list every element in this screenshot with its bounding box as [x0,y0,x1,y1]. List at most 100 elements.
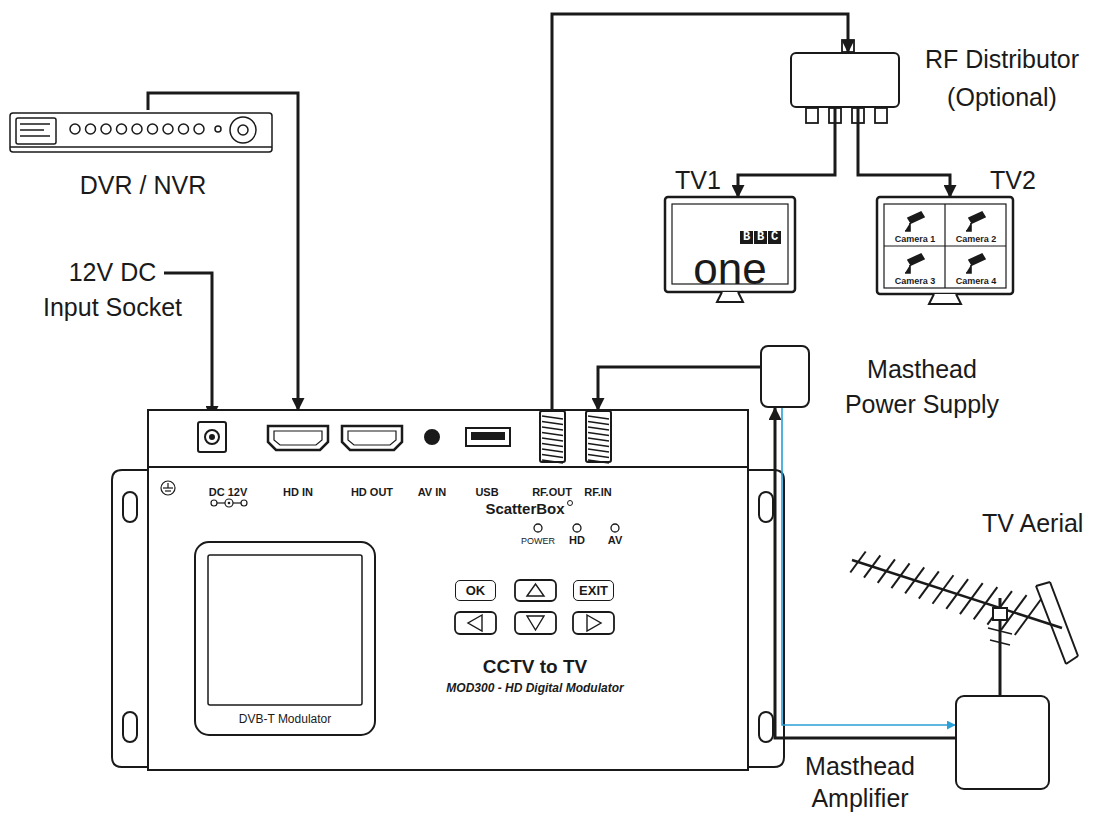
connector-thread [542,422,563,425]
node-text: RF Distributor (Optional) [917,40,1087,116]
television: TV2Camera 1Camera 2Camera 3Camera 4 [877,197,1013,294]
connector-thread [588,422,609,425]
button-key: OK [455,580,496,601]
node-text: RF.OUT [532,486,572,499]
node-text: ScatterBox [485,500,564,518]
masthead-amplifier: Masthead Amplifier [955,695,1050,790]
connector-thread [542,433,563,436]
camera-icon [966,212,985,231]
dvr-illustration [10,113,272,152]
camera-icon [905,254,924,273]
dvr-button [101,124,111,134]
aerial-element [946,579,968,609]
connector-thread [542,416,563,419]
dvr-button [215,126,221,132]
node-text: DC 12V [209,486,248,499]
node-text: HD IN [283,486,313,499]
signal-cable [148,93,298,410]
node-text: MOD300 - HD Digital Modulator [446,681,623,696]
aerial-element [878,559,895,583]
connector-thread [542,427,563,430]
signal-cable [999,660,1002,695]
aerial-reflector [1036,582,1078,664]
connector-thread [588,460,609,463]
node-text: Camera 3 [895,276,936,286]
signal-cable [738,108,835,197]
button-key: EXIT [573,580,614,601]
node-text: Camera 1 [895,234,936,244]
signal-cable [775,408,955,738]
node-text: Masthead Amplifier [795,750,925,814]
node-text: TV Aerial [982,508,1083,538]
dvr-button [70,124,80,134]
dvr-button [148,124,158,134]
aerial-element [864,555,880,577]
aerial-element [919,571,939,598]
aerial-element [960,583,983,614]
dvr-button [163,124,173,134]
connector-thread [588,449,609,452]
tv-illustration [665,197,1013,304]
callout-label: 12V DC Input Socket [40,255,185,325]
node-text: RF.IN [584,486,612,499]
connector-thread [542,444,563,447]
dvr-button [194,124,204,134]
aerial-element [1015,599,1041,635]
signal-cable [858,108,950,197]
node-text: one [693,247,766,291]
modulator-housing [112,410,784,770]
modulator-unit: DC 12V HD IN HD OUT AV IN USB RF.OUT RF.IN Scat… [148,410,748,770]
node-text: USB [475,486,498,499]
node-text: TV1 [675,165,721,195]
camera-icon [905,212,924,231]
aerial-illustration [850,552,1078,665]
node-text: Camera 4 [956,276,997,286]
television: TV1BBCone [665,197,795,292]
connector-thread [542,455,563,458]
dvr-button [86,124,96,134]
node-text: DVB-T Modulator [239,712,331,726]
node-text: AV [608,534,622,547]
rf-distributor: RF Distributor (Optional) [790,52,900,108]
node-text: HD [569,534,585,547]
screen-frame: DVB-T Modulator [195,542,375,735]
connector-thread [588,433,609,436]
node-text: POWER [521,536,555,547]
connector-thread [588,444,609,447]
node-text: Masthead Power Supply [840,352,1005,422]
connector-thread [588,438,609,441]
dvr-unit: DVR / NVR [10,110,272,155]
connector-thread [542,460,563,463]
node-text: AV IN [418,486,447,499]
power-supply: Masthead Power Supply [760,345,810,408]
aerial-element [905,567,924,593]
connector-thread [542,438,563,441]
connector-thread [588,427,609,430]
aerial-element [850,552,865,573]
node-text: BBC [743,231,785,244]
node-text: DVR / NVR [80,168,206,203]
dipole [988,628,1012,645]
node-text: CCTV to TV [483,656,588,678]
node-text: HD OUT [351,486,393,499]
mast-clamp [993,608,1007,620]
signal-cable [782,408,955,725]
node-text: EXIT [579,583,608,598]
connector-thread [588,416,609,419]
connector-thread [542,449,563,452]
dvr-button [117,124,127,134]
signal-cable [598,367,760,410]
aerial-element [891,563,909,588]
aerial-boom [852,560,1062,628]
tv-aerial: TV Aerial [840,540,1080,660]
camera-icon [966,254,985,273]
aerial-element [933,575,954,604]
node-text: Camera 2 [956,234,997,244]
node-text: OK [466,583,486,598]
dvr-button [132,124,142,134]
node-text: TV2 [990,165,1036,195]
dvr-button [179,124,189,134]
